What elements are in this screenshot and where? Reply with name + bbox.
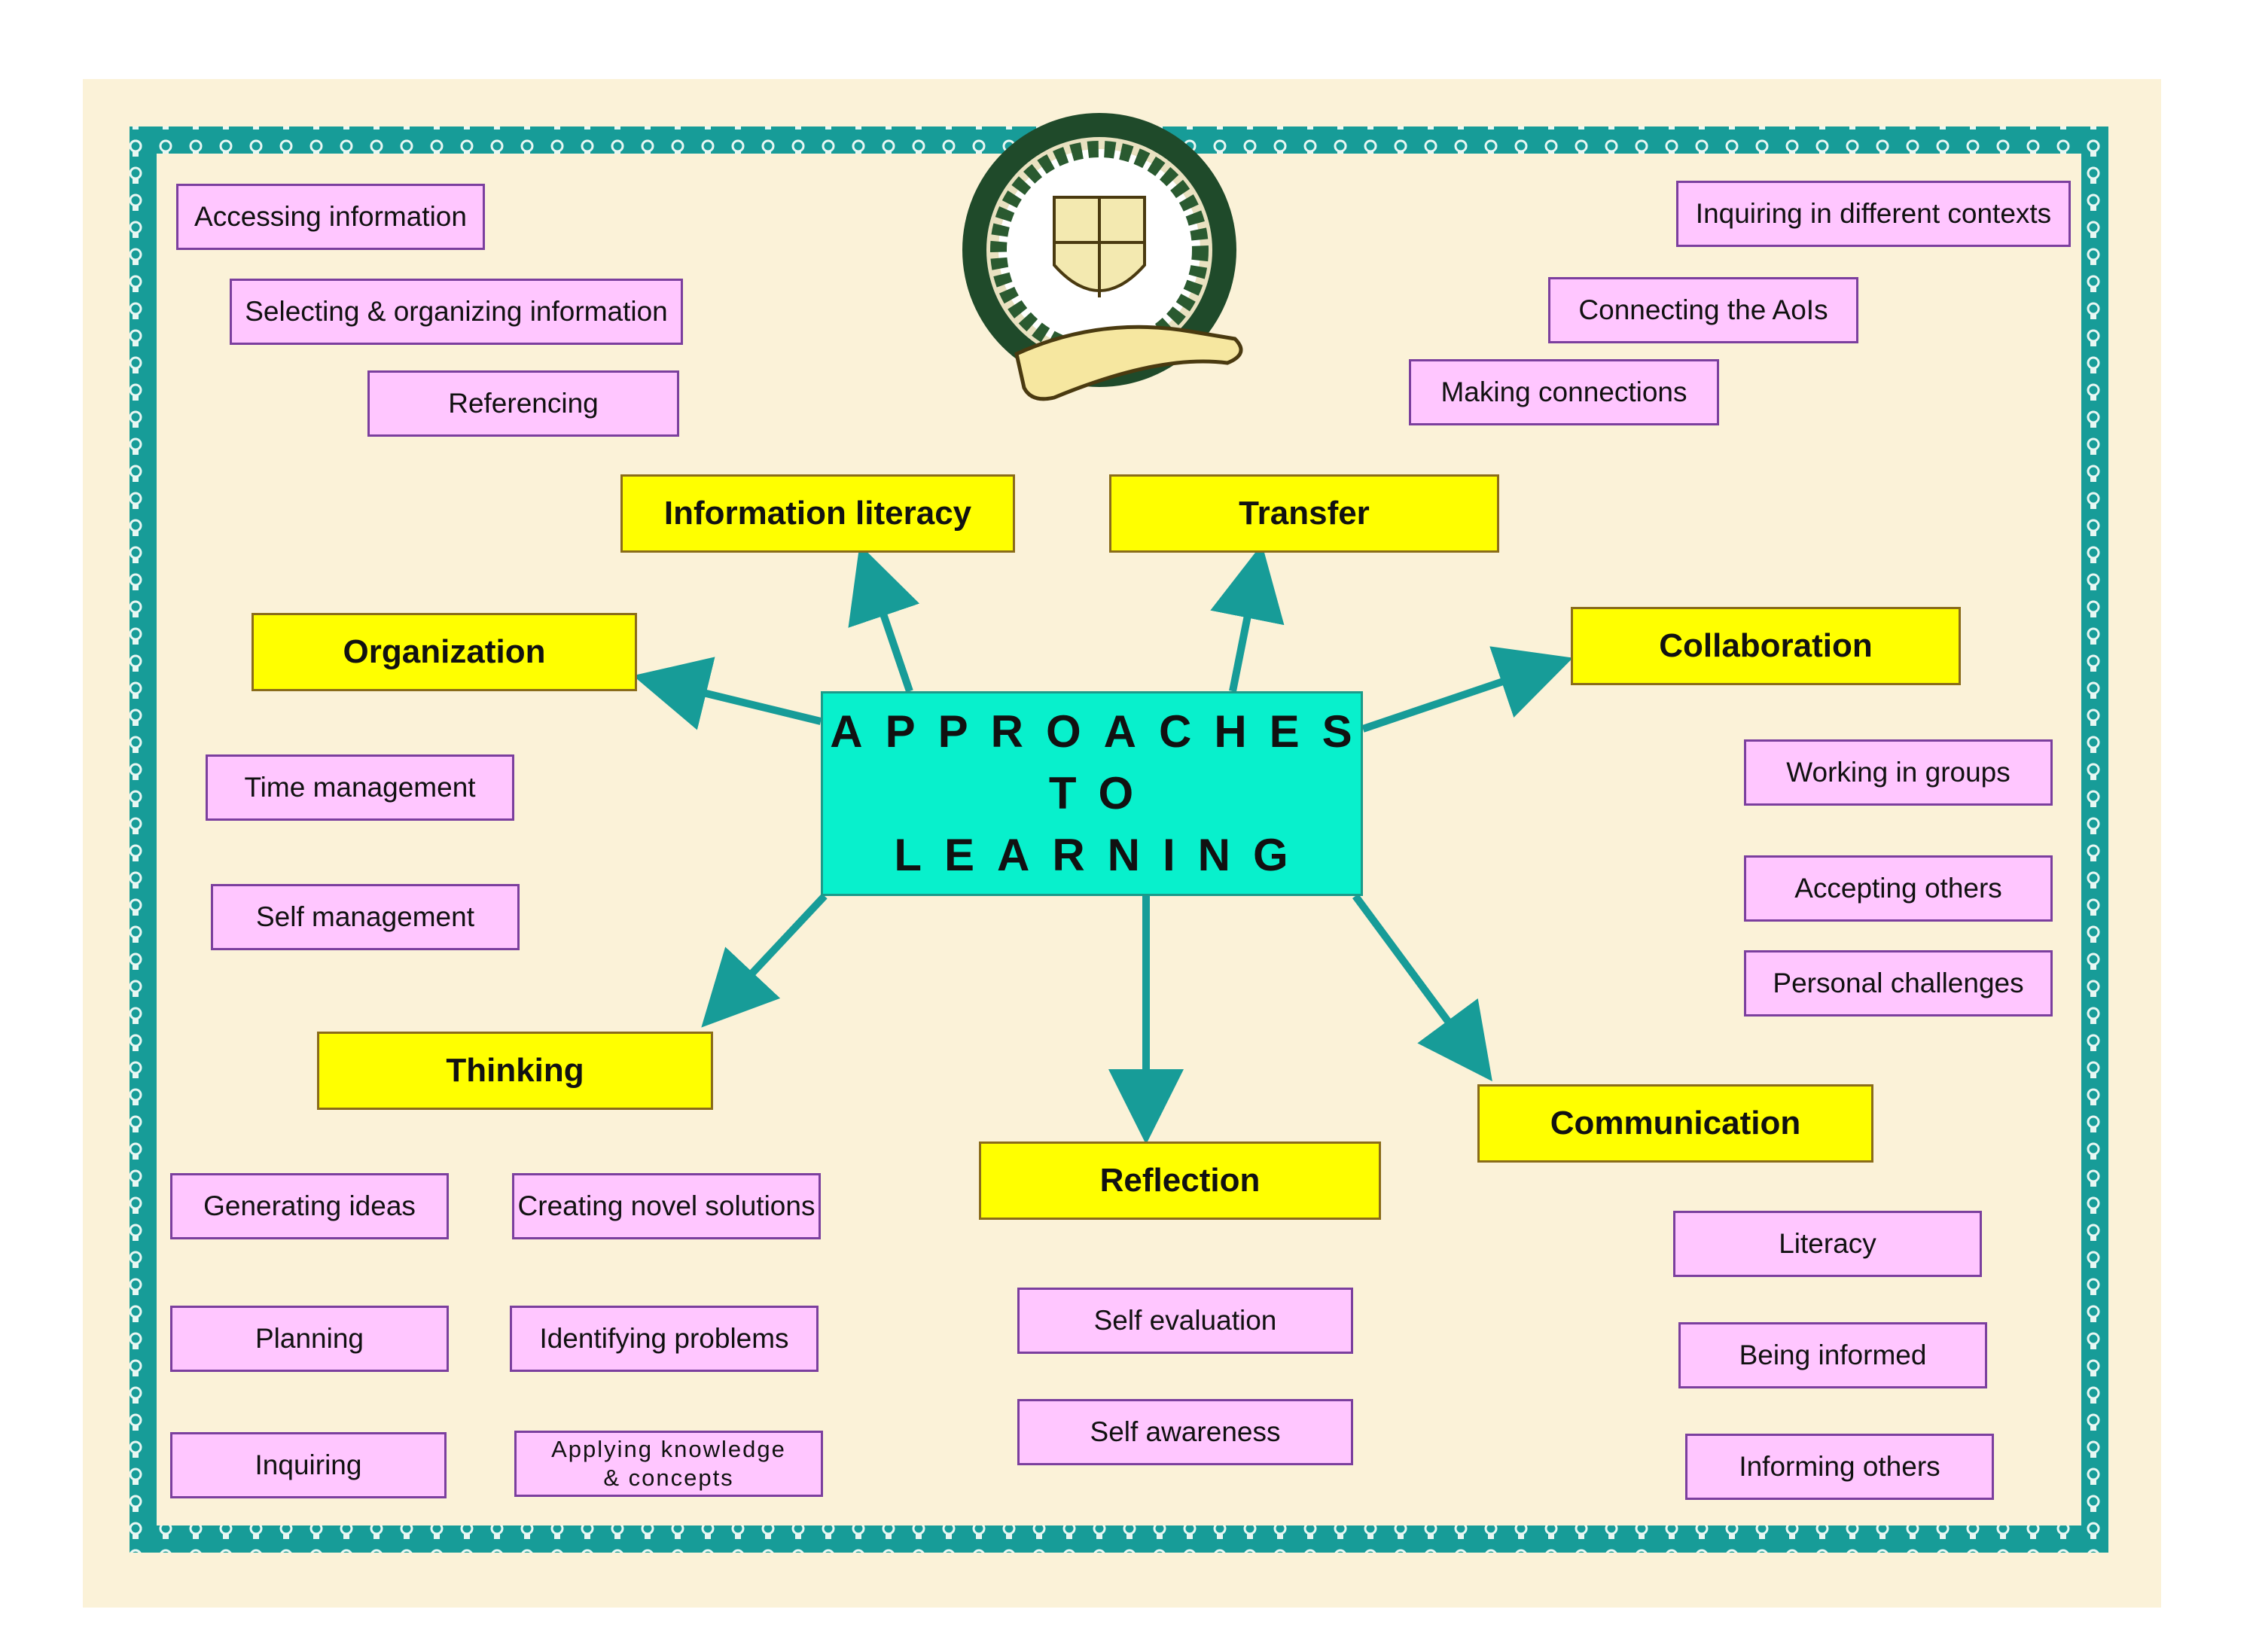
center-title-line2: TO LEARNING <box>844 763 1361 886</box>
item-inquiring: Inquiring <box>170 1432 447 1498</box>
item-time-management: Time management <box>206 754 514 821</box>
item-informing-others: Informing others <box>1685 1434 1994 1500</box>
item-applying-knowledge-line2: & concepts <box>603 1464 733 1492</box>
item-connecting-aois: Connecting the AoIs <box>1548 277 1858 343</box>
border-pattern-bottom <box>130 1526 2108 1553</box>
item-literacy: Literacy <box>1673 1211 1982 1277</box>
item-accepting-others: Accepting others <box>1744 855 2053 922</box>
border-pattern-left <box>130 126 157 1553</box>
category-information-literacy: Information literacy <box>620 474 1015 553</box>
category-transfer: Transfer <box>1109 474 1499 553</box>
item-making-connections: Making connections <box>1409 359 1719 425</box>
item-self-evaluation: Self evaluation <box>1017 1288 1353 1354</box>
category-collaboration: Collaboration <box>1571 607 1961 685</box>
item-generating-ideas: Generating ideas <box>170 1173 449 1239</box>
item-applying-knowledge: Applying knowledge & concepts <box>514 1431 823 1497</box>
item-selecting-organizing: Selecting & organizing information <box>230 279 683 345</box>
item-identifying-problems: Identifying problems <box>510 1306 819 1372</box>
item-self-management: Self management <box>211 884 520 950</box>
category-communication: Communication <box>1477 1084 1873 1163</box>
item-being-informed: Being informed <box>1678 1322 1987 1388</box>
arrow-thinking <box>712 896 825 1016</box>
category-thinking: Thinking <box>317 1032 713 1110</box>
center-title-line1: APPROACHES <box>830 701 1374 763</box>
item-personal-challenges: Personal challenges <box>1744 950 2053 1016</box>
arrow-collaboration <box>1363 663 1559 729</box>
arrow-communication <box>1355 896 1483 1069</box>
arrow-organization <box>648 679 821 721</box>
arrow-information-literacy <box>864 559 910 691</box>
center-node: APPROACHES TO LEARNING <box>821 691 1363 896</box>
item-inquiring-different-contexts: Inquiring in different contexts <box>1676 181 2071 247</box>
category-organization: Organization <box>252 613 637 691</box>
item-planning: Planning <box>170 1306 449 1372</box>
category-reflection: Reflection <box>979 1141 1381 1220</box>
item-referencing: Referencing <box>367 370 679 437</box>
item-accessing-information: Accessing information <box>176 184 485 250</box>
border-pattern-right <box>2081 126 2108 1553</box>
item-self-awareness: Self awareness <box>1017 1399 1353 1465</box>
school-logo <box>962 113 1241 399</box>
arrow-transfer <box>1233 559 1259 691</box>
item-applying-knowledge-line1: Applying knowledge <box>551 1435 786 1464</box>
item-working-in-groups: Working in groups <box>1744 739 2053 806</box>
item-creating-novel-solutions: Creating novel solutions <box>512 1173 821 1239</box>
